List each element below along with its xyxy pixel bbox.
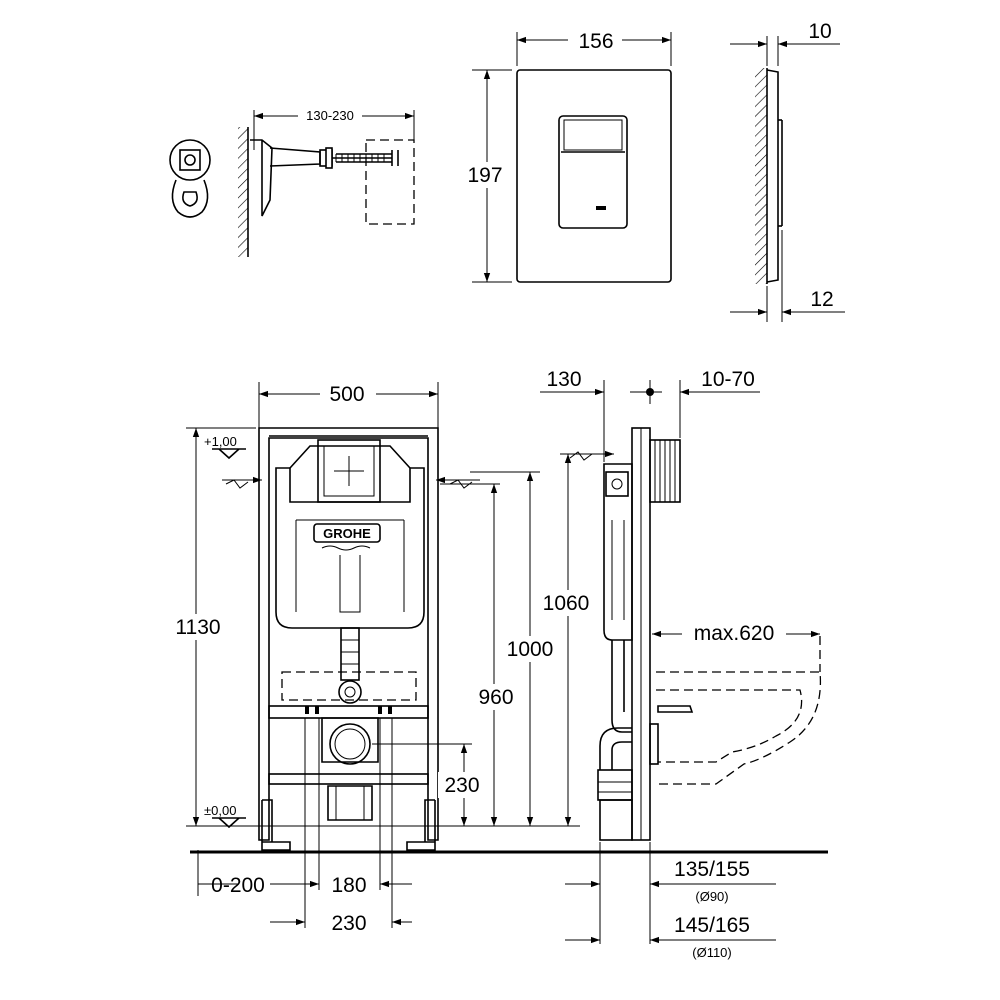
- bracket-front-view: [169, 139, 211, 218]
- dim-depth-130: 130: [546, 368, 581, 391]
- level-plus-label: +1,00: [204, 434, 237, 449]
- dim-pipe-135-155: 135/155: [674, 858, 750, 881]
- dim-pipe-d90: (Ø90): [695, 889, 728, 904]
- dim-bracket-range: 130-230: [306, 108, 354, 123]
- grohe-badge-icon: [596, 206, 606, 210]
- dim-pipe-d110: (Ø110): [692, 945, 732, 960]
- dim-height-1000: 1000: [507, 638, 554, 661]
- dim-spacing-180: 180: [331, 874, 366, 897]
- level-zero-label: ±0,00: [204, 803, 236, 818]
- dim-offset-0-200: 0-200: [211, 874, 265, 897]
- dim-height-1060: 1060: [543, 592, 590, 615]
- grohe-logo: [313, 523, 381, 543]
- dim-plate-depth-top: 10: [808, 20, 831, 43]
- dim-height-230: 230: [444, 774, 479, 797]
- dim-pipe-145-165: 145/165: [674, 914, 750, 937]
- frame-front-view: GROHE +1,00 ±0,00 500: [170, 380, 828, 935]
- dim-height-960: 960: [478, 686, 513, 709]
- brand-logo-text: GROHE: [323, 526, 371, 541]
- flush-plate-front-view: 156 197: [462, 28, 672, 283]
- dim-plate-depth-bottom: 12: [810, 288, 833, 311]
- dim-plate-height: 197: [467, 164, 502, 187]
- wall-hatch-left: [238, 127, 248, 257]
- wall-bracket-detail: 130-230: [169, 106, 415, 257]
- dim-max-620: max.620: [694, 622, 775, 645]
- frame-side-view: 130 10-70 1060 max.620 135/155 (Ø90) 145…: [538, 368, 822, 960]
- dim-spacing-230: 230: [331, 912, 366, 935]
- dim-depth-10-70: 10-70: [701, 368, 755, 391]
- dim-frame-width: 500: [329, 383, 364, 406]
- dim-frame-height: 1130: [175, 616, 220, 639]
- flush-plate-side-view: 10 12: [730, 20, 845, 322]
- dim-plate-width: 156: [578, 30, 613, 53]
